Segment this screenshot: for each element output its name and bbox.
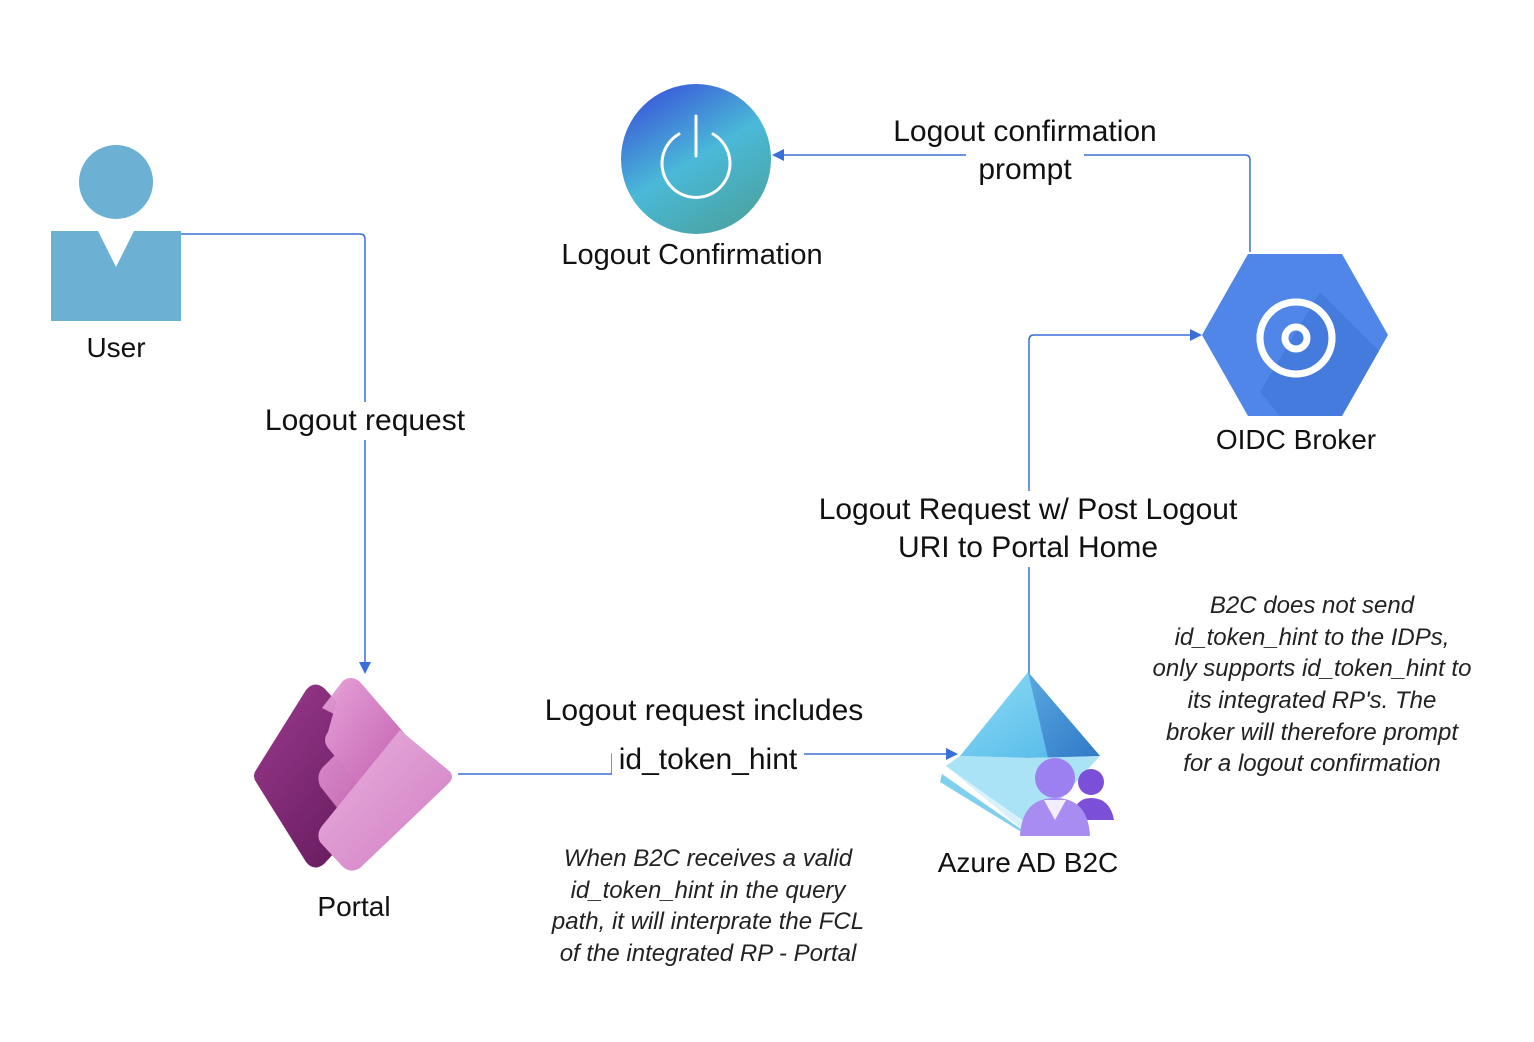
note-line: broker will therefore prompt bbox=[1165, 718, 1459, 746]
note-line: B2C does not send bbox=[1209, 592, 1415, 619]
note-line: When B2C receives a valid bbox=[563, 845, 853, 872]
user-icon bbox=[51, 145, 181, 321]
portal-note: When B2C receives a valid id_token_hint … bbox=[508, 843, 908, 970]
azure-ad-b2c-icon bbox=[940, 672, 1114, 836]
edge-user-to-portal bbox=[180, 233, 371, 674]
logout-confirmation-label: Logout Confirmation bbox=[561, 239, 823, 271]
hexagon-broker-icon bbox=[1202, 254, 1388, 416]
note-line: of the integrated RP - Portal bbox=[559, 940, 857, 968]
portal-label: Portal bbox=[317, 891, 391, 922]
edge-label-logout-request-includes: Logout request includes bbox=[524, 692, 884, 730]
note-line: its integrated RP's. The bbox=[1187, 687, 1437, 715]
edge-label-logout-confirmation-prompt: Logout confirmation bbox=[880, 113, 1170, 151]
edge-label-logout-request-post-logout: Logout Request w/ Post Logout bbox=[798, 491, 1258, 529]
user-label: User bbox=[86, 332, 146, 363]
note-line: id_token_hint to the IDPs, bbox=[1174, 623, 1450, 651]
edge-label-logout-request: Logout request bbox=[246, 402, 484, 440]
note-line: id_token_hint in the query bbox=[570, 876, 846, 904]
b2c-note: B2C does not send id_token_hint to the I… bbox=[1112, 590, 1512, 780]
note-line: path, it will interprate the FCL bbox=[551, 908, 865, 936]
power-button-icon bbox=[621, 84, 771, 234]
edge-label-prompt: prompt bbox=[966, 151, 1084, 189]
azure-ad-b2c-label: Azure AD B2C bbox=[937, 847, 1119, 878]
edge-label-uri-portal-home: URI to Portal Home bbox=[878, 529, 1178, 567]
note-line: only supports id_token_hint to bbox=[1152, 655, 1472, 683]
oidc-broker-label: OIDC Broker bbox=[1215, 424, 1377, 455]
power-apps-icon bbox=[254, 678, 452, 871]
note-line: for a logout confirmation bbox=[1183, 750, 1441, 778]
edge-b2c-to-broker bbox=[1028, 329, 1202, 682]
edge-broker-to-confirmation bbox=[772, 149, 1251, 252]
edge-label-id-token-hint: id_token_hint bbox=[612, 741, 804, 779]
